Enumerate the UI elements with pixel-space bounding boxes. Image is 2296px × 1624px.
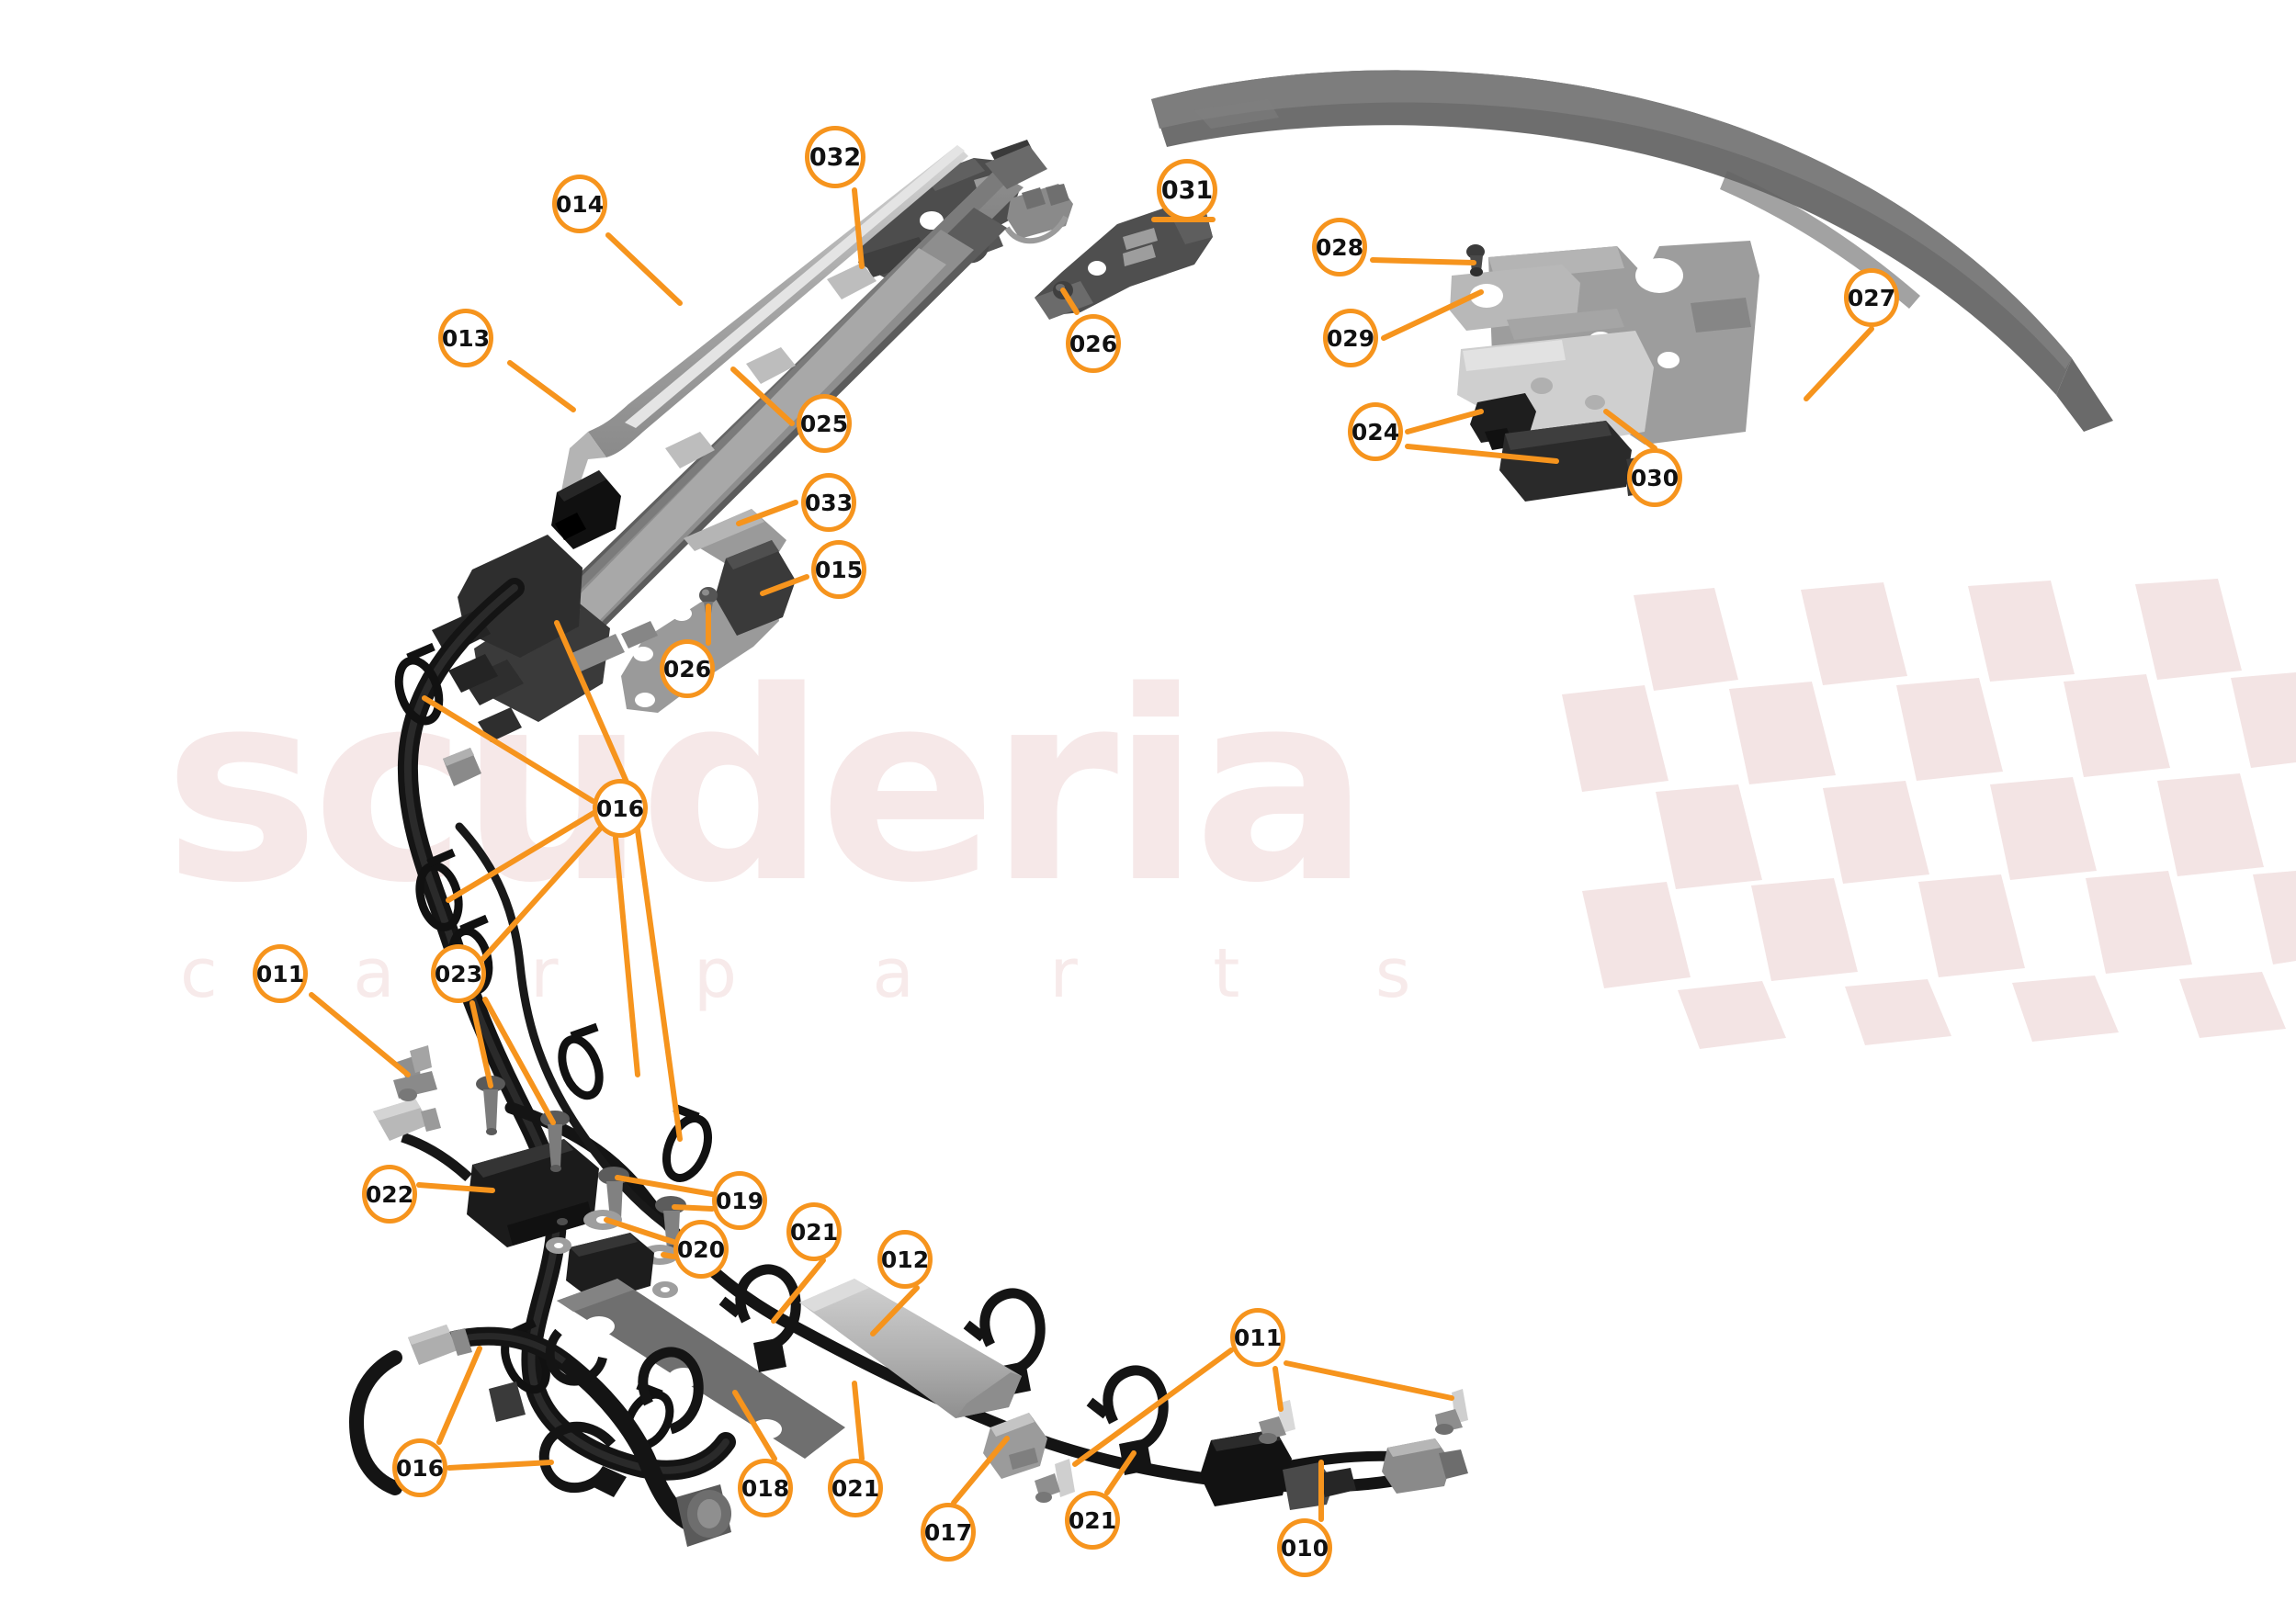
leader-011-left [309,992,411,1077]
callout-022-c022[interactable]: 022 [362,1165,417,1224]
leader-016-f [629,787,683,1142]
part-021-cable-clamp-clip-c [1086,1365,1169,1453]
leader-024-a [1405,409,1484,434]
leader-027 [1804,326,1874,401]
callout-016-c016a[interactable]: 016 [593,779,648,838]
callout-026-c026a[interactable]: 026 [1066,314,1121,373]
callout-029-c029[interactable]: 029 [1323,309,1378,367]
part-016-connector-small-mid [443,748,481,786]
part-025-roof-rail-guide-assembly [463,145,1047,742]
leader-024-b [1405,444,1559,464]
callout-031-c031[interactable]: 031 [1157,159,1217,221]
part-017-wiring-harness-cable-main [397,578,736,1481]
leader-026-upper [1060,288,1080,315]
callout-023-c023[interactable]: 023 [431,944,486,1003]
part-017-signal-cable-secondary [455,822,690,1243]
leader-030 [1603,409,1657,451]
part-021-cable-clamp-clip-d [638,1347,704,1435]
leader-020-a [604,1217,676,1245]
leader-019-a [615,1175,715,1197]
leader-021-c [1104,1450,1137,1495]
part-011-retaining-clip-mid [1035,1459,1075,1503]
leader-012 [870,1285,920,1336]
callout-032-c032[interactable]: 032 [805,126,865,188]
leader-014 [605,232,683,306]
part-021-cable-clamp-clip-a [718,1264,801,1352]
leader-018 [732,1390,777,1461]
part-020-module-on-strip [546,1233,678,1303]
part-028-pivot-pin-fastener [1466,244,1485,276]
leader-033 [736,500,798,526]
callout-017-c017[interactable]: 017 [921,1503,976,1562]
leader-023-a [469,1000,493,1088]
part-011-retaining-clip-right-b [1435,1389,1468,1435]
callout-028-c028[interactable]: 028 [1312,218,1367,276]
callout-030-c030[interactable]: 030 [1627,448,1682,507]
callout-015-c015[interactable]: 015 [811,540,866,599]
leader-016-e [554,620,631,789]
leader-019-b [672,1204,715,1212]
leader-021-b [852,1381,865,1461]
leader-016-b [446,809,598,903]
callout-020-c020[interactable]: 020 [673,1220,729,1279]
callout-011-c011b[interactable]: 011 [1230,1308,1285,1367]
leader-016-a [422,695,595,804]
leader-016-c [475,824,605,967]
part-012-protective-conduit-sleeve [799,1279,1022,1418]
leader-016-bottom-a [447,1460,554,1471]
part-016-lower-assembly [348,1325,731,1547]
leader-017 [951,1436,1010,1506]
callout-024-c024[interactable]: 024 [1348,402,1403,461]
callout-010-c010[interactable]: 010 [1277,1518,1332,1577]
leader-025 [730,367,795,426]
callout-033-c033[interactable]: 033 [801,473,856,532]
part-032-connector-block [1007,184,1073,239]
leader-013 [507,360,576,412]
leader-028 [1370,257,1476,265]
callout-016-c016b[interactable]: 016 [392,1438,447,1497]
part-018-mounting-bracket-strip [557,1279,845,1459]
part-013-connector-plug-black [551,470,621,549]
leader-032 [852,187,865,269]
part-021-clip-foot-a [753,1337,786,1372]
part-022-control-module-black [373,1099,599,1247]
part-021-cable-clamp-clip-b [963,1288,1046,1376]
callout-021-c021b[interactable]: 021 [828,1459,883,1517]
callout-013-c013[interactable]: 013 [438,309,493,367]
leader-020-b [661,1252,676,1259]
callout-025-c025[interactable]: 025 [797,394,852,453]
part-011-retaining-clip-right-a [1259,1400,1295,1444]
callout-021-c021c[interactable]: 021 [1065,1491,1120,1550]
leader-021-a [771,1257,826,1324]
part-017-inline-connector [983,1413,1047,1479]
part-010-wiring-harness-rear-section [1200,1429,1468,1510]
callout-012-c012[interactable]: 012 [877,1230,933,1289]
callout-027-c027[interactable]: 027 [1844,268,1899,327]
callout-019-c019[interactable]: 019 [712,1171,767,1230]
leader-023-b [482,997,556,1125]
callout-018-c018[interactable]: 018 [738,1459,793,1517]
part-014-guide-rod-long [560,145,968,503]
leader-011-br-a [1072,1348,1234,1467]
leader-015 [760,574,809,596]
leader-016-bottom-b [436,1346,482,1445]
callout-011-c011a[interactable]: 011 [253,944,308,1003]
leader-022 [416,1182,495,1193]
part-023-stud-bolt-b [540,1111,570,1172]
leader-016-d [613,835,640,1077]
part-011-retaining-clip-left [393,1045,437,1101]
callout-014-c014[interactable]: 014 [552,175,607,233]
callout-026-c026b[interactable]: 026 [660,639,715,698]
callout-021-c021a[interactable]: 021 [786,1202,842,1261]
leader-011-br-b [1272,1366,1284,1412]
leader-011-br-c [1284,1360,1454,1401]
leader-029 [1381,289,1484,341]
part-015-insulation-pad-small [715,540,796,636]
